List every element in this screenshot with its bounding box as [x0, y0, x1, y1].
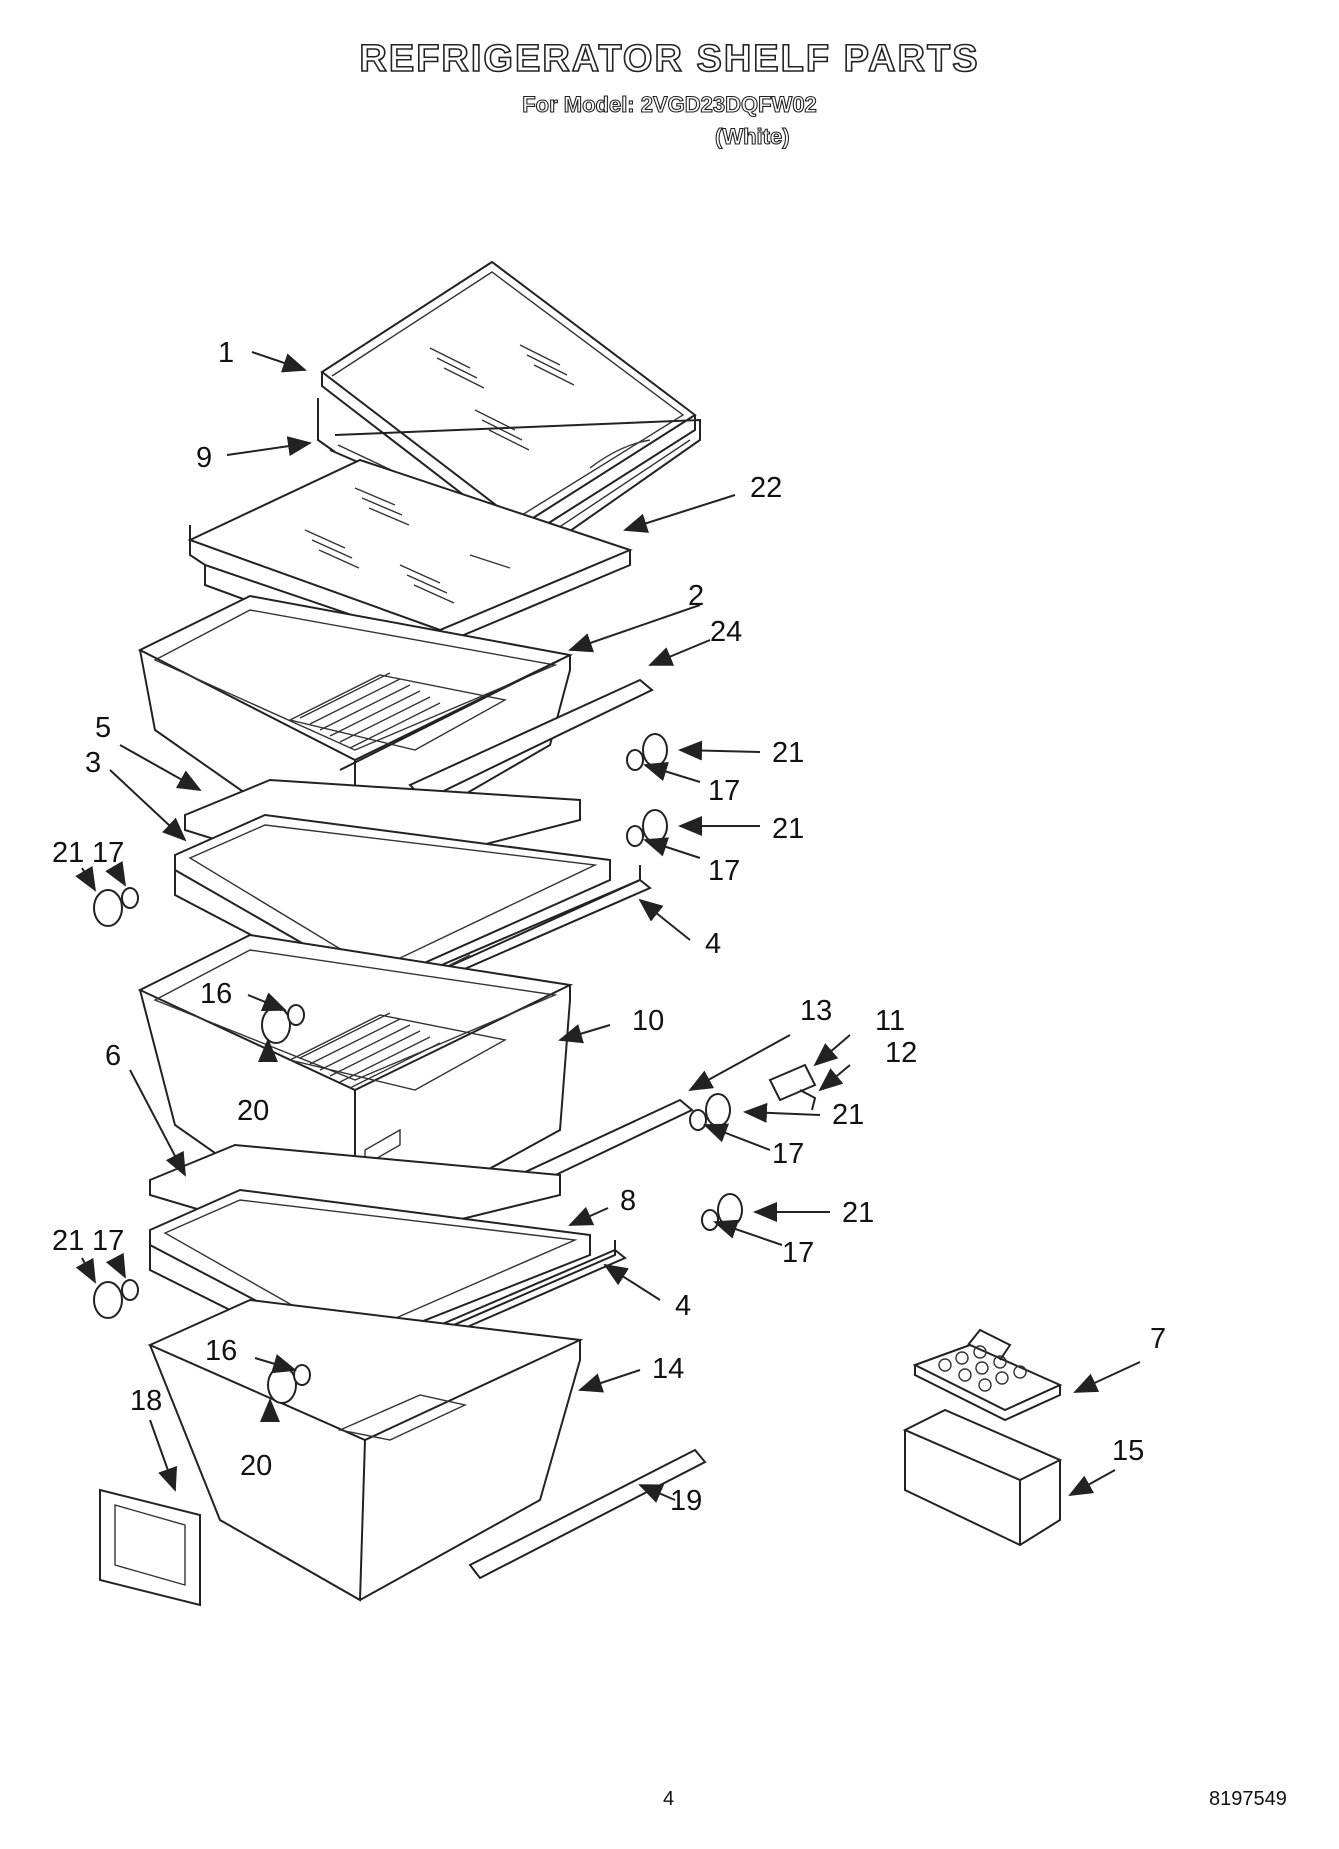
callout-9: 9: [196, 442, 212, 474]
callout-17a: 17: [92, 837, 124, 869]
callout-22: 22: [750, 472, 782, 504]
part-18-label: [99, 1488, 201, 1607]
callout-3: 3: [85, 747, 101, 779]
part-7-egg-tray: [912, 1328, 1063, 1422]
callout-5: 5: [95, 712, 111, 744]
page-title: REFRIGERATOR SHELF PARTS: [359, 37, 980, 81]
color-line: (White): [714, 123, 790, 149]
part-14-bottom-drawer: [147, 1298, 584, 1602]
callout-4a: 4: [705, 928, 721, 960]
callout-2: 2: [688, 580, 704, 612]
model-line: For Model: 2VGD23DQFW02: [522, 91, 818, 117]
callout-17f: 17: [92, 1225, 124, 1257]
part-22-glass-shelf: [187, 458, 633, 647]
callout-15: 15: [1112, 1435, 1144, 1467]
callout-17b: 17: [708, 775, 740, 807]
part-12-clip: [799, 1089, 817, 1111]
leader-arrows: [75, 351, 1141, 1503]
callout-17c: 17: [708, 855, 740, 887]
callout-16b: 16: [205, 1335, 237, 1367]
part-19-trim: [468, 1448, 707, 1580]
callout-6: 6: [105, 1040, 121, 1072]
page-number: 4: [663, 1788, 675, 1810]
callout-19: 19: [670, 1485, 702, 1517]
part-15-egg-bin: [902, 1408, 1063, 1547]
callout-10: 10: [632, 1005, 664, 1037]
callout-labels: 1 9 22 2 24 5 3 21 17 21 17 21 17 4 16 1…: [52, 337, 1166, 1517]
callout-20a: 20: [237, 1095, 269, 1127]
part-2-crisper-drawer: [137, 594, 574, 857]
callout-13: 13: [800, 995, 832, 1027]
callout-21a: 21: [52, 837, 84, 869]
callout-8: 8: [620, 1185, 636, 1217]
callout-24: 24: [710, 616, 742, 648]
callout-1: 1: [218, 337, 234, 369]
callout-14: 14: [652, 1353, 684, 1385]
callout-4b: 4: [675, 1290, 691, 1322]
callout-11: 11: [875, 1005, 905, 1037]
part-11-clip: [768, 1063, 817, 1102]
callout-21c: 21: [772, 813, 804, 845]
callout-21e: 21: [842, 1197, 874, 1229]
callout-21b: 21: [772, 737, 804, 769]
callout-21f: 21: [52, 1225, 84, 1257]
document-number: 8197549: [1209, 1788, 1287, 1810]
callout-17e: 17: [782, 1237, 814, 1269]
callout-18: 18: [130, 1385, 162, 1417]
callout-12: 12: [885, 1037, 917, 1069]
callout-16a: 16: [200, 978, 232, 1010]
callout-20b: 20: [240, 1450, 272, 1482]
callout-17d: 17: [772, 1138, 804, 1170]
callout-21d: 21: [832, 1099, 864, 1131]
callout-7: 7: [1150, 1323, 1166, 1355]
